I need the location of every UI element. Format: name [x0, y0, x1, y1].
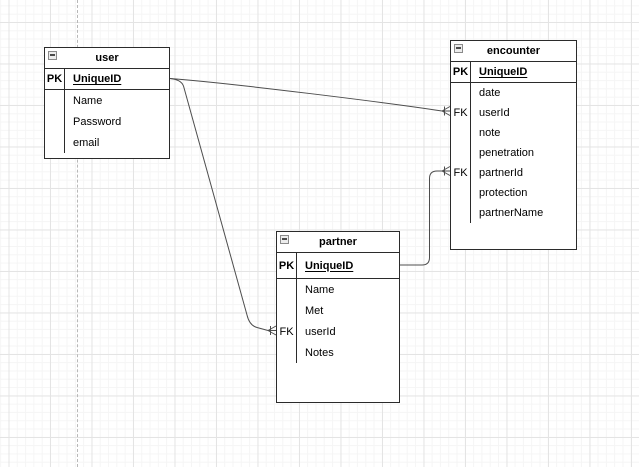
key-badge	[451, 123, 471, 143]
table-row[interactable]: FK partnerId	[451, 163, 576, 183]
field-name: note	[479, 127, 501, 139]
field-name: partnerId	[479, 167, 524, 179]
table-row[interactable]: PK UniqueID	[277, 253, 399, 279]
field-name: Notes	[305, 346, 334, 359]
fk-badge: FK	[451, 103, 471, 123]
pk-field-name: UniqueID	[479, 66, 528, 78]
key-badge	[451, 83, 471, 103]
key-badge	[451, 143, 471, 163]
field-name: email	[73, 136, 100, 149]
key-badge	[451, 203, 471, 223]
key-badge	[277, 279, 297, 300]
field-name: partnerName	[479, 207, 544, 219]
field-name: Name	[305, 283, 335, 296]
table-header: partner	[277, 232, 399, 253]
pk-badge: PK	[45, 69, 65, 89]
table-title: partner	[319, 236, 357, 248]
field-name: Met	[305, 304, 324, 317]
table-header: user	[45, 48, 169, 69]
pk-field-name: UniqueID	[305, 259, 354, 272]
collapse-icon[interactable]	[454, 44, 463, 53]
fk-badge: FK	[277, 321, 297, 342]
table-row[interactable]: Name	[277, 279, 399, 300]
pk-badge: PK	[451, 62, 471, 82]
collapse-icon[interactable]	[280, 235, 289, 244]
key-badge	[45, 90, 65, 111]
fk-badge: FK	[451, 163, 471, 183]
page-boundary-line	[77, 0, 78, 467]
pk-badge: PK	[277, 253, 297, 278]
key-badge	[45, 132, 65, 153]
table-row[interactable]: email	[45, 132, 169, 153]
table-row[interactable]: FK userId	[277, 321, 399, 342]
entity-table-encounter[interactable]: encounter PK UniqueID date FK userId not…	[450, 40, 577, 250]
table-row[interactable]: PK UniqueID	[45, 69, 169, 90]
field-name: penetration	[479, 147, 535, 159]
key-badge	[277, 342, 297, 363]
relation-partner-to-encounter[interactable]	[400, 166, 451, 266]
table-row[interactable]: penetration	[451, 143, 576, 163]
table-title: encounter	[486, 45, 541, 57]
key-badge	[451, 183, 471, 203]
collapse-icon[interactable]	[48, 51, 57, 60]
table-row[interactable]: protection	[451, 183, 576, 203]
table-row[interactable]: Password	[45, 111, 169, 132]
table-row[interactable]: partnerName	[451, 203, 576, 223]
field-name: userId	[305, 325, 336, 338]
table-row[interactable]: PK UniqueID	[451, 62, 576, 83]
field-name: Password	[73, 115, 122, 128]
table-row[interactable]: note	[451, 123, 576, 143]
relation-user-to-partner[interactable]	[169, 78, 277, 336]
field-name: date	[479, 87, 501, 99]
table-row[interactable]: Notes	[277, 342, 399, 363]
table-title: user	[95, 52, 119, 64]
relation-user-to-encounter[interactable]	[169, 78, 451, 116]
table-row[interactable]: date	[451, 83, 576, 103]
entity-table-user[interactable]: user PK UniqueID Name Password email	[44, 47, 170, 159]
entity-table-partner[interactable]: partner PK UniqueID Name Met FK userId N…	[276, 231, 400, 403]
key-badge	[277, 300, 297, 321]
table-row[interactable]: Name	[45, 90, 169, 111]
key-badge	[45, 111, 65, 132]
field-name: userId	[479, 107, 510, 119]
field-name: protection	[479, 187, 528, 199]
field-name: Name	[73, 94, 103, 107]
table-header: encounter	[451, 41, 576, 62]
table-row[interactable]: FK userId	[451, 103, 576, 123]
pk-field-name: UniqueID	[73, 73, 122, 85]
table-row[interactable]: Met	[277, 300, 399, 321]
